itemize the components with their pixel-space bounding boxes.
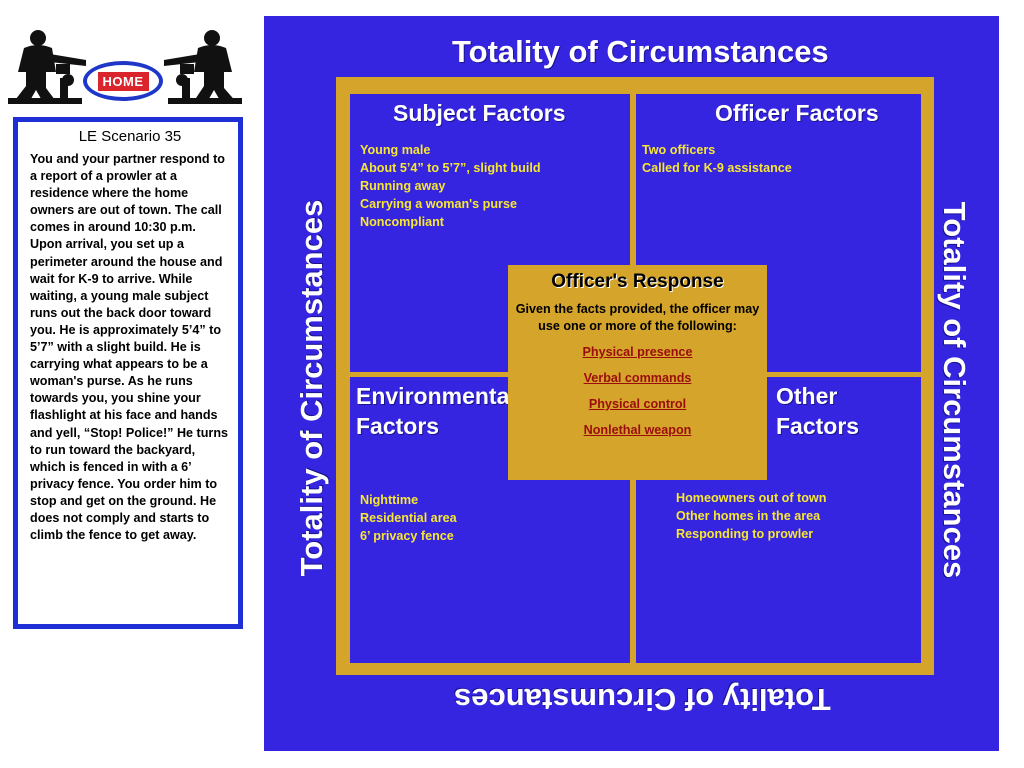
physical-presence-link[interactable]: Physical presence bbox=[582, 345, 693, 359]
list-item: Carrying a woman's purse bbox=[360, 197, 517, 211]
list-item: Two officers bbox=[642, 143, 716, 157]
outer-title-bottom: Totality of Circumstances bbox=[454, 682, 831, 717]
officer-response-description: Given the facts provided, the officer ma… bbox=[515, 302, 760, 333]
officer-factors-list: Two officers Called for K-9 assistance bbox=[642, 141, 792, 177]
list-item: About 5’4” to 5’7”, slight build bbox=[360, 161, 541, 175]
site-logo bbox=[6, 28, 244, 108]
subject-factors-list: Young male About 5’4” to 5’7”, slight bu… bbox=[360, 141, 541, 231]
list-item: Nighttime bbox=[360, 493, 419, 507]
totality-diagram: Totality of Circumstances Totality of Ci… bbox=[264, 16, 999, 751]
outer-title-right: Totality of Circumstances bbox=[937, 201, 972, 579]
environmental-title-line2: Factors bbox=[356, 413, 440, 439]
list-item: Noncompliant bbox=[360, 215, 444, 229]
physical-control-link[interactable]: Physical control bbox=[588, 397, 687, 411]
officer-silhouettes-icon bbox=[8, 30, 242, 104]
list-item: Other homes in the area bbox=[676, 509, 821, 523]
officer-response-title: Officer's Response bbox=[551, 271, 724, 292]
list-item: 6’ privacy fence bbox=[360, 529, 454, 543]
response-options-list: Physical presence Verbal commands Physic… bbox=[508, 343, 767, 439]
environmental-factors-title: Environmental Factors bbox=[356, 381, 516, 441]
outer-title-left: Totality of Circumstances bbox=[294, 199, 329, 577]
scenario-panel: LE Scenario 35 You and your partner resp… bbox=[13, 117, 243, 629]
list-item: Called for K-9 assistance bbox=[642, 161, 792, 175]
list-item: Homeowners out of town bbox=[676, 491, 827, 505]
environmental-title-line1: Environmental bbox=[356, 383, 516, 409]
officer-response-box: Officer's Response Given the facts provi… bbox=[508, 265, 767, 480]
scenario-title: LE Scenario 35 bbox=[78, 128, 182, 145]
officer-factors-title: Officer Factors bbox=[715, 100, 879, 126]
verbal-commands-link[interactable]: Verbal commands bbox=[583, 371, 692, 385]
home-button[interactable]: HOME bbox=[83, 61, 163, 101]
list-item: Running away bbox=[360, 179, 446, 193]
list-item: Residential area bbox=[360, 511, 457, 525]
list-item: Young male bbox=[360, 143, 431, 157]
list-item: Responding to prowler bbox=[676, 527, 814, 541]
factors-frame: Subject Factors Young male About 5’4” to… bbox=[336, 77, 934, 675]
outer-title-top: Totality of Circumstances bbox=[452, 34, 829, 69]
other-factors-title: Other Factors bbox=[776, 383, 860, 439]
nonlethal-weapon-link[interactable]: Nonlethal weapon bbox=[583, 423, 692, 437]
subject-factors-quadrant: Subject Factors Young male About 5’4” to… bbox=[350, 94, 630, 372]
environmental-factors-list: Nighttime Residential area 6’ privacy fe… bbox=[360, 491, 457, 545]
subject-factors-title: Subject Factors bbox=[393, 100, 566, 126]
scenario-text: You and your partner respond to a report… bbox=[30, 152, 229, 543]
home-label: HOME bbox=[97, 71, 149, 91]
other-factors-list: Homeowners out of town Other homes in th… bbox=[676, 489, 826, 543]
